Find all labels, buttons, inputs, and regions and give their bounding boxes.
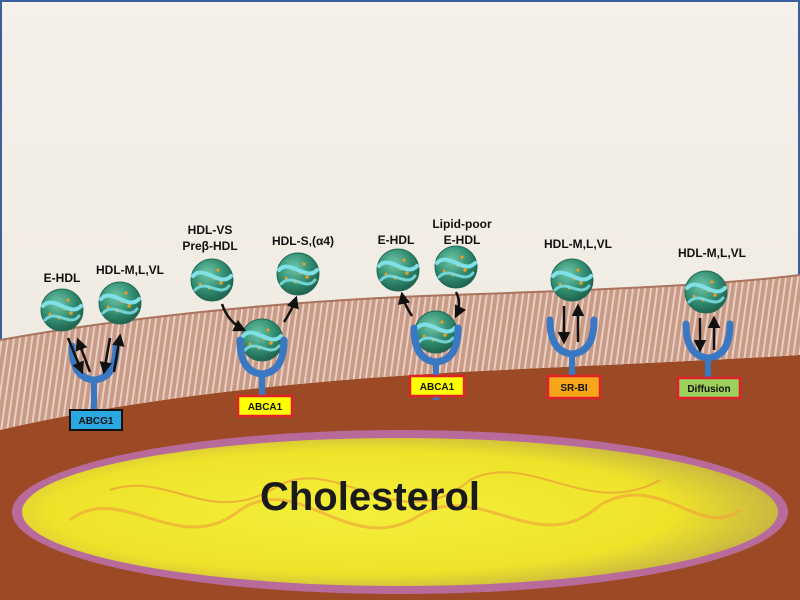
transporter-label-abca1-b: ABCA1 [420,382,455,393]
label-lipid-poor-e-hdl: E-HDL [444,233,481,247]
transporter-label-diffusion: Diffusion [687,384,730,395]
label-hdl-mlvl: HDL-M,L,VL [678,246,746,260]
particle-hdl-s [275,251,321,297]
label-hdl-mlvl: HDL-M,L,VL [96,263,164,277]
transporter-box-diffusion [676,376,742,400]
transporter-label-srbi: SR-BI [560,383,587,394]
column-abca1-b: E-HDL Lipid-poor E-HDL ABCA1 [375,217,492,400]
transporter-box-abca1-b [408,374,466,398]
arrow-out [282,295,299,323]
column-diffusion: HDL-M,L,VL Diffusion [676,246,746,400]
label-hdl-s-a4: HDL-S,(α4) [272,234,334,248]
particle-hdl-mlvl [97,280,143,326]
column-abcg1: E-HDL HDL-M,L,VL ABCG1 [39,263,164,431]
droplet-texture-2 [109,471,661,504]
droplet-texture [69,493,741,530]
transporter-box-abcg1 [69,409,123,431]
particle-bound [413,309,459,355]
cholesterol-droplet [22,438,778,586]
transporter-label-abca1-a: ABCA1 [248,402,283,413]
arrow-in [454,291,467,319]
label-pre-beta-hdl: Preβ-HDL [182,239,237,253]
cholesterol-label: Cholesterol [260,475,480,519]
label-hdl-mlvl: HDL-M,L,VL [544,237,612,251]
label-hdl-vs: HDL-VS [188,223,233,237]
arrow-out [397,291,414,317]
particle-e-hdl [375,247,421,293]
arrow-up [112,333,125,373]
particle-pre-beta-hdl [189,257,235,303]
particle-e-hdl [39,287,85,333]
column-abca1-a: HDL-VS Preβ-HDL HDL-S,(α4) ABCA1 [182,223,334,418]
transporter-box-srbi [546,374,602,400]
particle-lipid-poor [433,244,479,290]
label-e-hdl: E-HDL [378,233,415,247]
transporter-box-abca1-a [236,394,294,418]
arrow-down [66,337,84,375]
label-lipid-poor: Lipid-poor [432,217,492,231]
particle-bound [239,317,285,363]
column-srbi: HDL-M,L,VL SR-BI [544,237,612,400]
transporter-label-abcg1: ABCG1 [78,416,113,427]
particle-hdl-mlvl [549,257,595,303]
label-e-hdl: E-HDL [44,271,81,285]
arrow-down [99,337,112,375]
arrow-up [75,337,92,373]
cell-membrane [0,275,800,430]
arrow-in [220,303,247,332]
particle-hdl-mlvl [683,269,729,315]
